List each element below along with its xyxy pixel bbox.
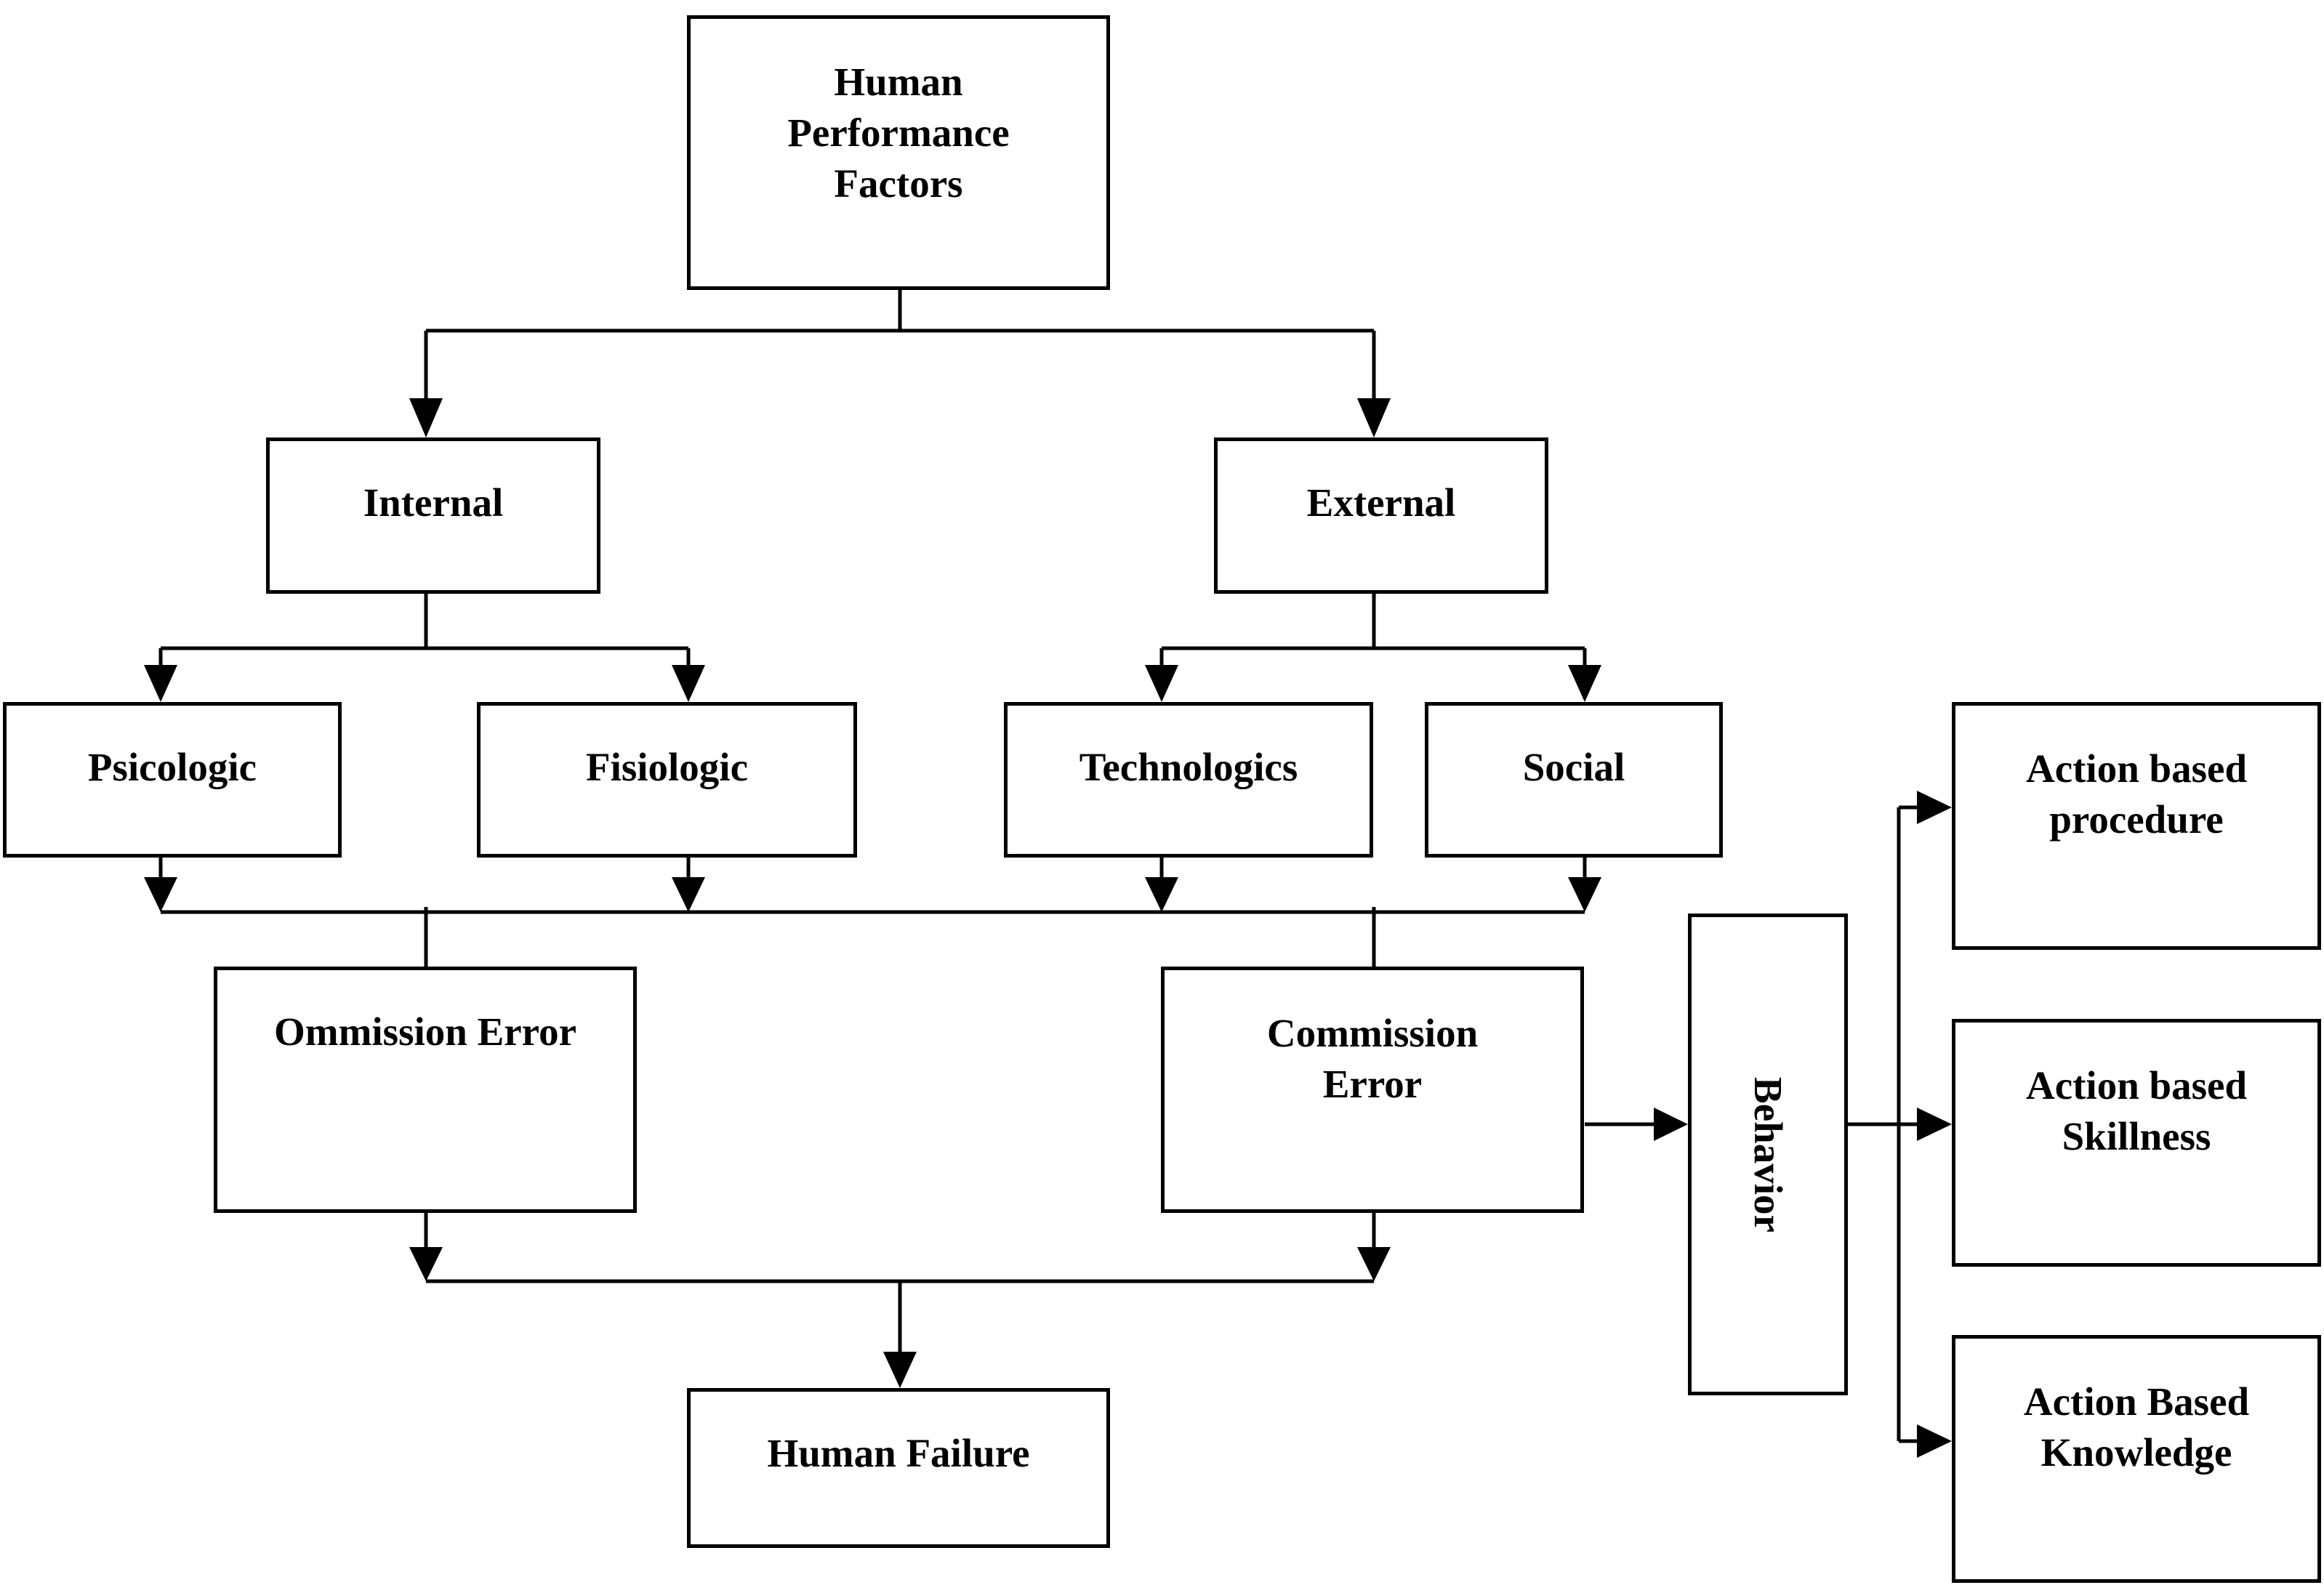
factors-merge-connector xyxy=(158,856,1587,967)
external-box: External xyxy=(1214,437,1548,594)
human-failure-box: Human Failure xyxy=(687,1388,1110,1548)
error-merge-connector xyxy=(424,1211,1376,1352)
action-procedure-label: Action based procedure xyxy=(1955,706,2317,845)
label-line: procedure xyxy=(2049,797,2224,842)
ommission-error-box: Ommission Error xyxy=(214,967,637,1213)
arrow-to-fisiologic xyxy=(672,665,705,702)
label-line: Skillness xyxy=(2062,1114,2211,1158)
arrow-to-external xyxy=(1357,398,1391,437)
action-knowledge-label: Action Based Knowledge xyxy=(1955,1339,2317,1478)
arrow-to-action-knowledge xyxy=(1917,1424,1952,1458)
arrow-social-down xyxy=(1568,877,1601,912)
ommission-error-label: Ommission Error xyxy=(273,1009,577,1054)
human-performance-factors-box: Human Performance Factors xyxy=(687,15,1110,290)
behavior-box: Behavior xyxy=(1688,914,1848,1395)
label-line: Human xyxy=(834,60,963,104)
arrow-ommission-down xyxy=(409,1247,443,1281)
arrow-to-human-failure xyxy=(883,1352,917,1388)
action-procedure-box: Action based procedure xyxy=(1952,702,2321,950)
arrow-to-behavior xyxy=(1654,1108,1688,1141)
behavior-label: Behavior xyxy=(1746,1076,1790,1233)
arrow-psicologic-down xyxy=(144,877,177,912)
fisiologic-box: Fisiologic xyxy=(477,702,857,858)
arrow-to-social xyxy=(1568,665,1601,702)
action-skillness-box: Action based Skillness xyxy=(1952,1019,2321,1267)
internal-split-connector xyxy=(158,592,691,665)
behavior-connector xyxy=(1585,805,1917,1443)
technologics-label: Technologics xyxy=(1079,745,1298,789)
arrow-to-technologics xyxy=(1145,665,1178,702)
psicologic-box: Psicologic xyxy=(3,702,342,858)
label-line: Action based xyxy=(2025,746,2248,791)
arrow-technologics-down xyxy=(1145,877,1178,912)
social-box: Social xyxy=(1425,702,1723,858)
human-failure-label: Human Failure xyxy=(767,1431,1030,1475)
arrow-commission-down xyxy=(1357,1247,1391,1281)
label-line: Performance xyxy=(787,110,1010,155)
label-line: Knowledge xyxy=(2040,1430,2232,1475)
arrow-to-internal xyxy=(409,398,443,437)
arrow-to-action-procedure xyxy=(1917,791,1952,824)
commission-error-label: Commission Error xyxy=(1165,970,1580,1110)
human-performance-factors-label: Human Performance Factors xyxy=(691,19,1106,209)
top-split-connector xyxy=(424,280,1376,398)
internal-box: Internal xyxy=(266,437,600,594)
social-label: Social xyxy=(1522,745,1625,789)
action-skillness-label: Action based Skillness xyxy=(1955,1023,2317,1162)
label-line: Error xyxy=(1322,1062,1423,1106)
label-line: Action based xyxy=(2025,1063,2248,1108)
arrow-fisiologic-down xyxy=(672,877,705,912)
action-knowledge-box: Action Based Knowledge xyxy=(1952,1335,2321,1583)
psicologic-label: Psicologic xyxy=(87,745,257,789)
arrow-to-action-skillness xyxy=(1917,1108,1952,1141)
label-line: Factors xyxy=(834,161,963,206)
label-line: Action Based xyxy=(2023,1379,2250,1424)
external-label: External xyxy=(1306,480,1456,525)
technologics-box: Technologics xyxy=(1004,702,1373,858)
fisiologic-label: Fisiologic xyxy=(585,745,749,789)
arrow-to-psicologic xyxy=(144,665,177,702)
internal-label: Internal xyxy=(363,480,504,525)
external-split-connector xyxy=(1159,592,1587,665)
label-line: Commission xyxy=(1266,1011,1479,1055)
commission-error-box: Commission Error xyxy=(1161,967,1584,1213)
